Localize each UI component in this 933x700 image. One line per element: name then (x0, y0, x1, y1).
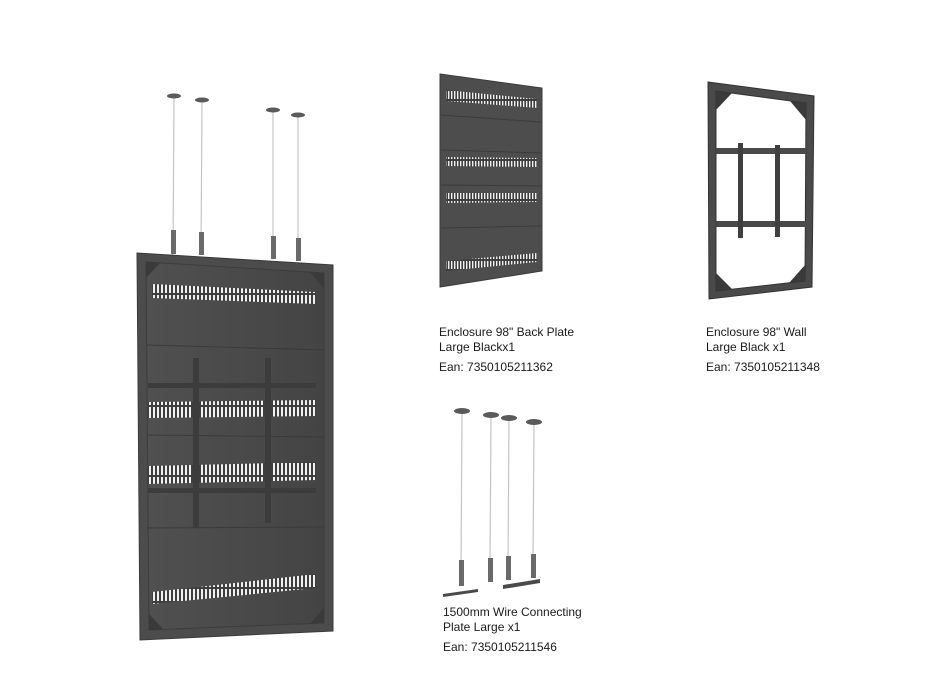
back-plate-panel (439, 73, 543, 288)
product-label-wire: 1500mm Wire Connecting Plate Large x1 Ea… (443, 605, 582, 655)
assembled-vent-mid1 (148, 400, 316, 418)
product-name-line2: Plate Large x1 (443, 620, 521, 634)
product-name-line1: Enclosure 98" Back Plate (439, 325, 574, 339)
assembled-vent-top (152, 284, 316, 304)
product-label-back-plate: Enclosure 98" Back Plate Large Blackx1 E… (439, 325, 574, 375)
wall-frame (707, 81, 815, 300)
assembled-back-panel (145, 261, 325, 631)
product-name-line1: 1500mm Wire Connecting (443, 605, 582, 619)
assembled-vent-bottom (152, 574, 316, 604)
product-name-line1: Enclosure 98" Wall (706, 325, 807, 339)
product-label-wall: Enclosure 98" Wall Large Black x1 Ean: 7… (706, 325, 820, 375)
ceiling-caps-assembled (167, 93, 305, 118)
wire-hangers (443, 408, 542, 597)
wire-hooks-assembled (171, 230, 301, 261)
product-ean: Ean: 7350105211546 (443, 640, 557, 654)
product-ean: Ean: 7350105211362 (439, 360, 553, 374)
assembled-enclosure-with-wires (136, 93, 334, 641)
hanging-wires-assembled (172, 97, 299, 261)
assembled-mount-rails (148, 358, 316, 528)
product-name-line2: Large Black x1 (706, 340, 786, 354)
product-name-line2: Large Blackx1 (439, 340, 516, 354)
product-ean: Ean: 7350105211348 (706, 360, 820, 374)
assembled-vent-mid2 (148, 462, 316, 484)
